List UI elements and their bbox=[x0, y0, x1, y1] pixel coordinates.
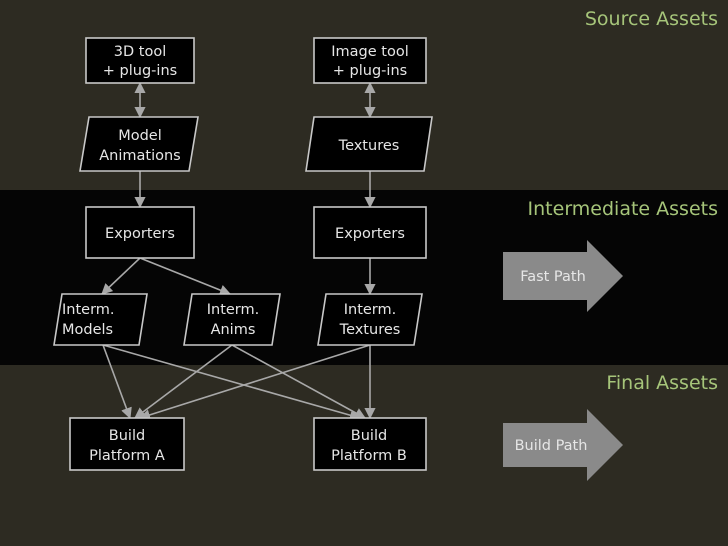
tool3d-line-2: + plug-ins bbox=[103, 63, 177, 79]
exporters-b-label: Exporters bbox=[335, 226, 405, 242]
build-path-arrow bbox=[503, 409, 623, 481]
interm-textures-label: Interm. Textures bbox=[339, 302, 401, 338]
interm-models-box bbox=[53, 293, 148, 346]
interm-anims-line-2: Anims bbox=[211, 322, 256, 338]
interm-textures-box bbox=[317, 293, 423, 346]
tool3d-line-1: 3D tool bbox=[114, 44, 166, 60]
connector-interm-models-platform-a bbox=[102, 344, 132, 420]
platform-a-line-2: Platform A bbox=[89, 448, 165, 464]
connector-exporters-a-interm-anims bbox=[139, 257, 232, 296]
model-box bbox=[79, 116, 199, 172]
interm-anims-box bbox=[183, 293, 281, 346]
imagetool-label: Image tool + plug-ins bbox=[331, 44, 408, 79]
exporters-a-label: Exporters bbox=[105, 226, 175, 242]
platform-b-line-2: Platform B bbox=[331, 448, 407, 464]
imagetool-line-1: Image tool bbox=[331, 44, 408, 60]
connector-interm-textures-platform-a bbox=[138, 344, 371, 421]
model-line-1: Model bbox=[118, 128, 162, 144]
connector-interm-anims-platform-a bbox=[134, 344, 233, 419]
interm-models-label: Interm. Models bbox=[62, 302, 115, 338]
platform-b-box bbox=[313, 417, 427, 471]
fast-path-label: Fast Path bbox=[520, 269, 586, 285]
intermediate-assets-title: Intermediate Assets bbox=[527, 198, 718, 220]
model-line-2: Animations bbox=[99, 148, 180, 164]
interm-models-line-2: Models bbox=[62, 322, 113, 338]
build-path-label: Build Path bbox=[515, 438, 588, 454]
source-assets-title: Source Assets bbox=[584, 8, 718, 30]
interm-models-line-1: Interm. bbox=[62, 302, 115, 318]
platform-a-line-1: Build bbox=[109, 428, 145, 444]
interm-anims-line-1: Interm. bbox=[207, 302, 260, 318]
textures-box bbox=[305, 116, 433, 172]
interm-textures-line-1: Interm. bbox=[344, 302, 397, 318]
exporters-b-box bbox=[313, 206, 427, 259]
exporters-a-box bbox=[85, 206, 195, 259]
final-assets-title: Final Assets bbox=[606, 372, 718, 394]
platform-b-line-1: Build bbox=[351, 428, 387, 444]
imagetool-box bbox=[313, 37, 427, 84]
interm-anims-label: Interm. Anims bbox=[207, 302, 260, 338]
tool3d-label: 3D tool + plug-ins bbox=[103, 44, 177, 79]
textures-label: Textures bbox=[338, 138, 400, 154]
connector-interm-models-platform-b bbox=[102, 344, 362, 421]
imagetool-line-2: + plug-ins bbox=[333, 63, 407, 79]
connector-exporters-a-interm-models bbox=[101, 257, 141, 295]
connector-interm-anims-platform-b bbox=[231, 344, 366, 419]
platform-a-box bbox=[69, 417, 185, 471]
interm-textures-line-2: Textures bbox=[339, 322, 401, 338]
tool3d-box bbox=[85, 37, 195, 84]
fast-path-arrow bbox=[503, 240, 623, 312]
